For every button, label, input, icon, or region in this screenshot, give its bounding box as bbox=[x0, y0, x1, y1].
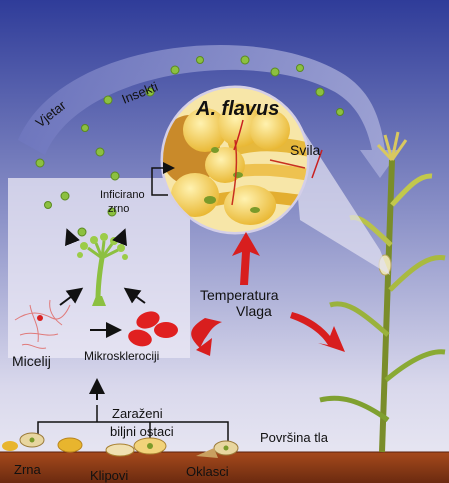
label-mikrosklerociji: Mikrosklerociji bbox=[84, 349, 159, 363]
label-zrno: zrno bbox=[108, 203, 129, 215]
label-biljni-ostaci: biljni ostaci bbox=[110, 424, 174, 439]
label-klipovi: Klipovi bbox=[90, 468, 128, 483]
label-vlaga: Vlaga bbox=[236, 303, 272, 319]
label-povrsina-tla: Površina tla bbox=[260, 430, 329, 445]
label-zrna: Zrna bbox=[14, 462, 42, 477]
label-zarazeni: Zaraženi bbox=[112, 406, 163, 421]
label-temperatura: Temperatura bbox=[200, 287, 279, 303]
label-inficirano: Inficirano bbox=[100, 189, 145, 201]
label-svila: Svila bbox=[290, 142, 321, 158]
label-oklasci: Oklasci bbox=[186, 464, 229, 479]
label-a-flavus: A. flavus bbox=[195, 98, 279, 120]
label-micelij: Micelij bbox=[12, 353, 51, 369]
